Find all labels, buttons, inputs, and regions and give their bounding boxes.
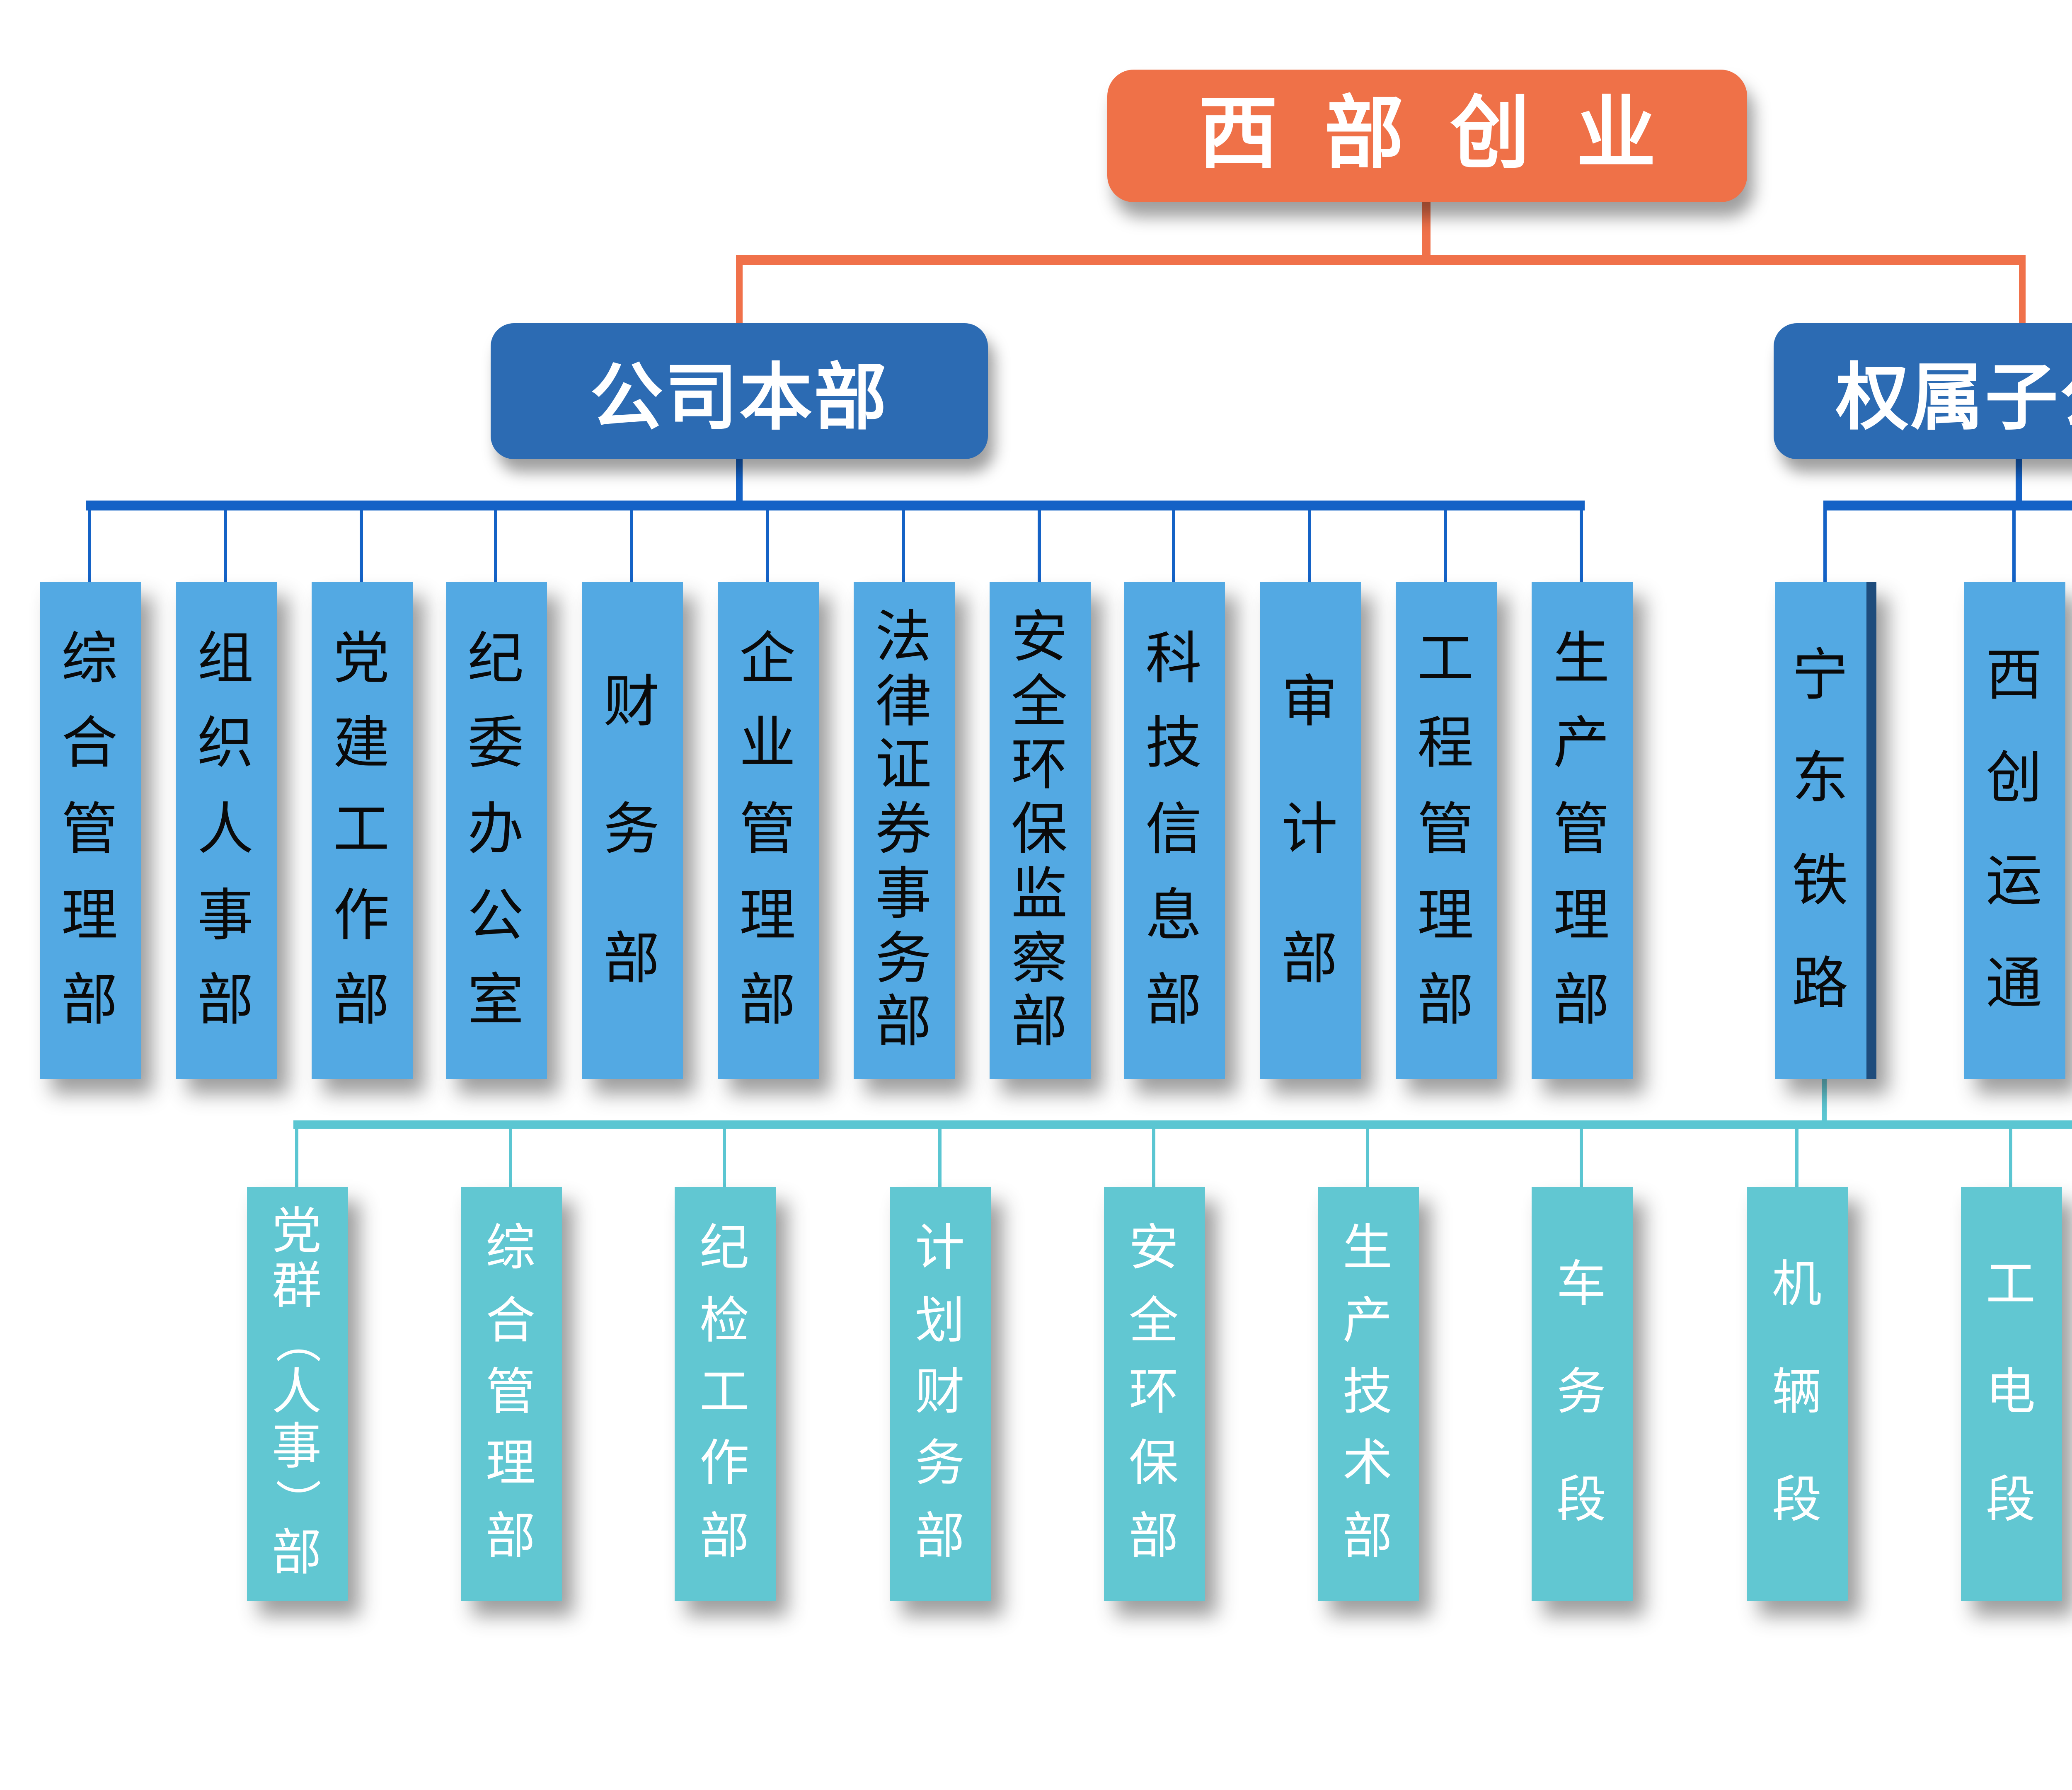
railway-section-box: 工电段 — [1960, 1187, 2061, 1601]
root-company-label: 西部创业 — [1198, 91, 1656, 179]
connector-dept-stub — [1444, 510, 1447, 587]
connector-section-stub — [1580, 1129, 1583, 1190]
connector-subsidiaries-vertical — [2016, 459, 2022, 502]
connector-railway-vertical — [1822, 1079, 1827, 1122]
hq-department-box: 组织人事部 — [175, 582, 276, 1079]
connector-subsidiary-stub — [2012, 510, 2016, 587]
railway-section-box: 机辆段 — [1746, 1187, 1847, 1601]
hq-department-box: 法律证券事务部 — [853, 582, 954, 1079]
subsidiary-box: 西创运通 — [1963, 582, 2065, 1079]
hq-department-box: 纪委办公室 — [445, 582, 546, 1079]
hq-department-box: 工程管理部 — [1395, 582, 1496, 1079]
railway-section-box: 车务段 — [1531, 1187, 1632, 1601]
headquarters-label: 公司本部 — [590, 358, 888, 439]
hq-department-box: 综合管理部 — [39, 582, 140, 1079]
connector-dept-stub — [88, 510, 91, 587]
root-company-box: 西部创业 — [1107, 70, 1747, 202]
connector-dept-stub — [630, 510, 633, 587]
connector-section-stub — [1795, 1129, 1798, 1190]
connector-dept-stub — [766, 510, 769, 587]
connector-subsidiaries-drop — [2019, 265, 2026, 325]
connector-railway-bus — [293, 1120, 2072, 1129]
railway-section-box: 计划财务部 — [889, 1187, 990, 1601]
connector-root-horizontal — [736, 255, 2026, 265]
connector-dept-stub — [224, 510, 227, 587]
connector-section-stub — [1366, 1129, 1369, 1190]
railway-section-box: 生产技术部 — [1317, 1187, 1418, 1601]
subsidiary-box-ningdong-railway: 宁东铁路 — [1774, 582, 1876, 1079]
connector-hq-vertical — [736, 459, 743, 502]
connector-hq-drop — [736, 265, 743, 325]
railway-section-box: 综合管理部 — [460, 1187, 561, 1601]
subsidiaries-label: 权属子公司 — [1836, 358, 2072, 439]
hq-department-box: 审计部 — [1259, 582, 1360, 1079]
connector-dept-stub — [1580, 510, 1583, 587]
headquarters-box: 公司本部 — [491, 323, 988, 459]
connector-dept-stub — [1038, 510, 1041, 587]
hq-department-box: 安全环保监察部 — [989, 582, 1090, 1079]
railway-section-box: 党群（人事）部 — [246, 1187, 347, 1601]
connector-section-stub — [2009, 1129, 2012, 1190]
connector-subsidiary-stub — [1823, 510, 1827, 587]
connector-section-stub — [1152, 1129, 1155, 1190]
hq-department-box: 党建工作部 — [311, 582, 412, 1079]
subsidiaries-box: 权属子公司 — [1774, 323, 2072, 459]
hq-department-box: 生产管理部 — [1531, 582, 1632, 1079]
connector-hq-bus — [86, 501, 1585, 510]
hq-department-box: 科技信息部 — [1123, 582, 1224, 1079]
connector-section-stub — [509, 1129, 512, 1190]
connector-dept-stub — [1308, 510, 1311, 587]
connector-dept-stub — [494, 510, 497, 587]
connector-subsidiaries-bus — [1823, 501, 2072, 510]
railway-section-box: 安全环保部 — [1103, 1187, 1204, 1601]
connector-dept-stub — [360, 510, 363, 587]
railway-section-box: 纪检工作部 — [674, 1187, 775, 1601]
connector-dept-stub — [1172, 510, 1175, 587]
connector-dept-stub — [902, 510, 905, 587]
connector-section-stub — [295, 1129, 298, 1190]
hq-department-box: 财务部 — [581, 582, 682, 1079]
connector-section-stub — [723, 1129, 726, 1190]
hq-department-box: 企业管理部 — [717, 582, 818, 1079]
connector-section-stub — [938, 1129, 942, 1190]
connector-root-vertical — [1422, 202, 1431, 257]
